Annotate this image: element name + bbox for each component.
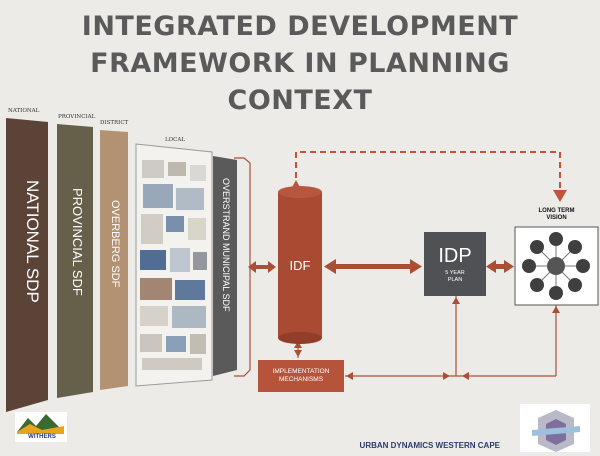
title-line-3: CONTEXT — [227, 85, 373, 116]
title-line-2: FRAMEWORK IN PLANNING — [90, 48, 510, 79]
arrow-idf-idp — [324, 259, 422, 274]
overberg-sdf-label: OVERBERG SDF — [109, 200, 121, 288]
footer-org-name: URBAN DYNAMICS WESTERN CAPE — [359, 441, 500, 450]
idp-subtitle-1: 5 YEAR — [445, 269, 465, 276]
vision-label-line-1: LONG TERM — [538, 208, 575, 214]
dashed-feedback-line — [295, 151, 561, 194]
district-plane — [100, 130, 128, 390]
provincial-sdf-label: PROVINCIAL SDF — [70, 188, 85, 296]
vision-label-line-2: VISION — [546, 215, 567, 221]
idp-content: IDP 5 YEAR PLAN — [424, 234, 486, 294]
idp-subtitle-2: PLAN — [447, 276, 463, 283]
vision-label: LONG TERM VISION — [515, 206, 598, 224]
provincial-header: PROVINCIAL — [58, 114, 96, 120]
implementation-line-2: MECHANISMS — [278, 376, 324, 383]
title-line-1: INTEGRATED DEVELOPMENT — [81, 11, 519, 42]
implementation-lines — [297, 296, 557, 377]
provincial-plane — [57, 124, 93, 398]
implementation-arrowheads — [294, 297, 560, 380]
urban-dynamics-logo — [520, 404, 590, 452]
national-plane — [6, 118, 48, 412]
slide-title: INTEGRATED DEVELOPMENT FRAMEWORK IN PLAN… — [40, 8, 560, 119]
withers-logo — [15, 412, 67, 442]
implementation-box — [258, 360, 344, 392]
dashed-arrow-down — [553, 190, 567, 202]
idf-cylinder — [278, 186, 322, 344]
district-header: DISTRICT — [100, 120, 129, 126]
idp-box — [424, 232, 486, 296]
withers-logo-text: WITHERS — [28, 434, 56, 440]
national-header: NATIONAL — [8, 108, 40, 114]
overstrand-sdf-label: OVERSTRAND MUNICIPAL SDF — [221, 178, 231, 312]
map-collage — [140, 160, 207, 370]
national-sdp-label: NATIONAL SDP — [23, 180, 42, 303]
local-header: LOCAL — [165, 137, 185, 143]
idf-label: IDF — [289, 257, 311, 273]
implementation-line-1: IMPLEMENTATION — [272, 368, 330, 375]
idp-label: IDP — [438, 244, 472, 267]
implementation-label: IMPLEMENTATION MECHANISMS — [258, 360, 344, 392]
vision-wheel — [522, 232, 590, 300]
arrow-idp-vision — [486, 260, 514, 273]
municipal-sdf-plane — [213, 156, 237, 376]
arrow-sdf-idf — [248, 261, 276, 273]
